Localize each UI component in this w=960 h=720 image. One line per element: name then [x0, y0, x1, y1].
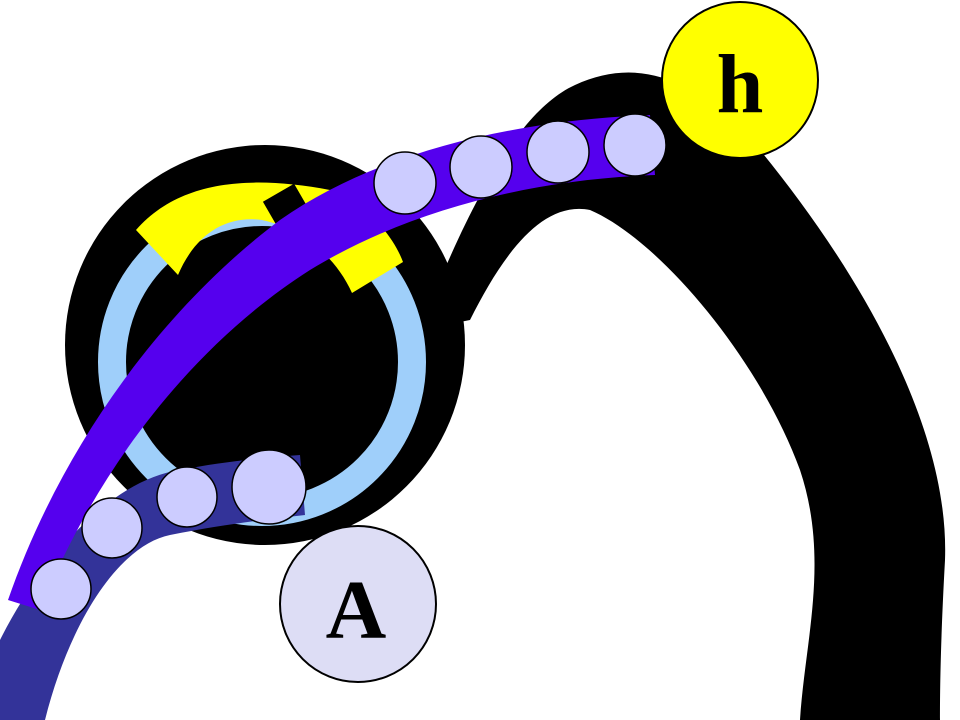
bead-circle [526, 120, 590, 184]
bead-circle [603, 113, 667, 177]
black-arch [420, 72, 946, 720]
label-a-node: A [279, 525, 437, 683]
label-h-circle [661, 1, 819, 159]
label-h-text: h [717, 38, 764, 131]
bead-circle [449, 135, 513, 199]
navy-strand-beads [30, 449, 307, 620]
purple-strand [8, 115, 655, 610]
bead-circle [156, 466, 218, 528]
purple-strand-beads [373, 113, 667, 215]
bead-circle [81, 497, 143, 559]
bead-circle [30, 558, 92, 620]
bead-circle [231, 449, 307, 525]
label-a-text: A [326, 564, 387, 657]
bead-circle [373, 151, 437, 215]
label-a-circle [279, 525, 437, 683]
navy-strand [0, 455, 305, 720]
label-h-node: h [661, 1, 819, 159]
